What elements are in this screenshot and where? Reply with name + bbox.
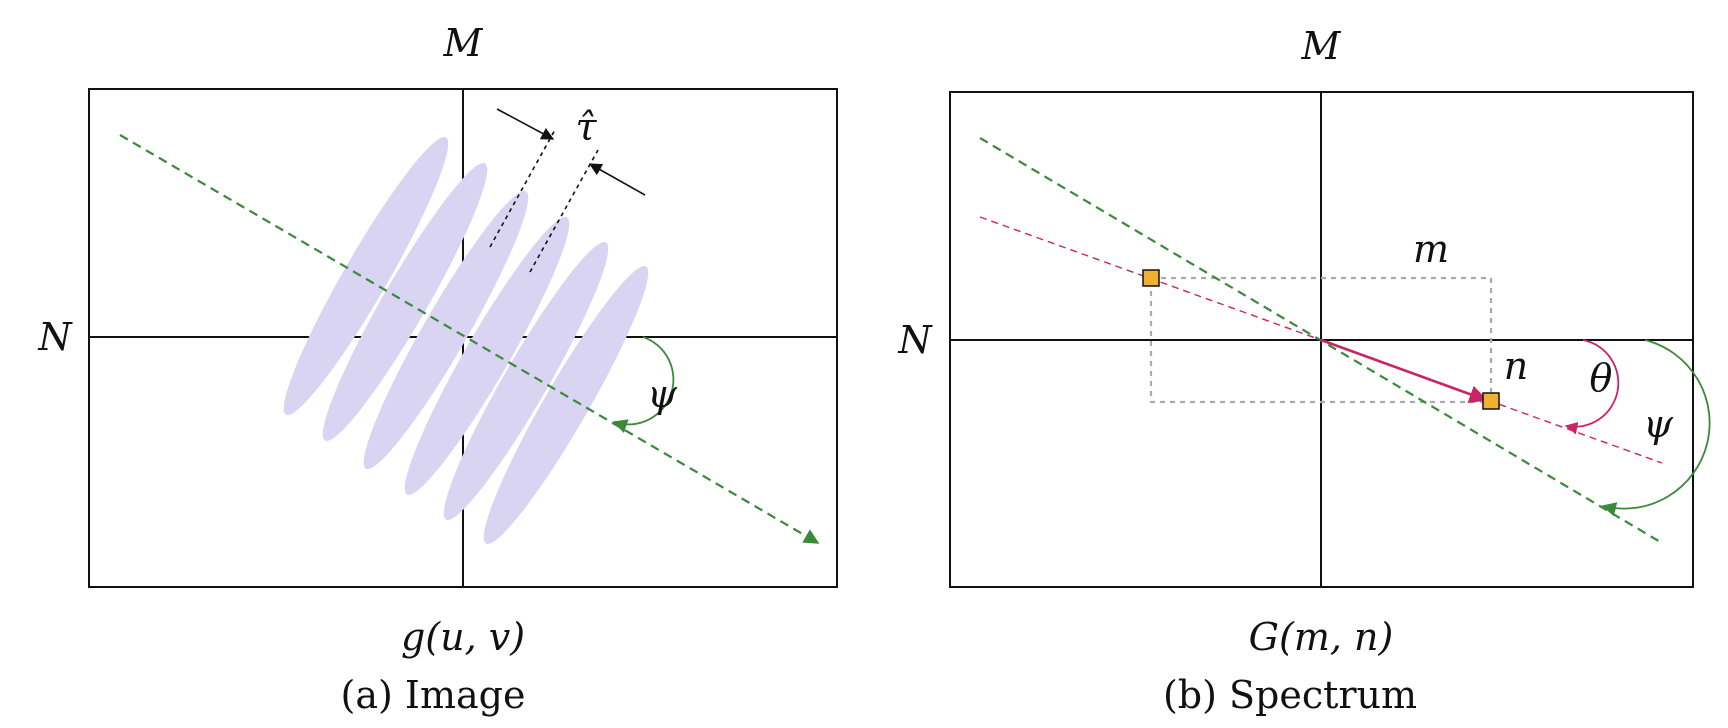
stripe-ellipse xyxy=(443,241,609,520)
panel-b-left-label: N xyxy=(897,318,933,362)
panel-b-top-label: M xyxy=(1301,24,1342,68)
panel-b-psi-label: ψ xyxy=(1643,402,1674,446)
stripe-ellipse xyxy=(404,216,570,495)
n-label: n xyxy=(1504,344,1528,388)
panel-a-top-label: M xyxy=(443,21,484,65)
tau-arrow-left xyxy=(496,108,555,140)
panel-a-caption: (a) Image xyxy=(341,673,526,717)
stripe-ellipse xyxy=(363,190,529,469)
tau-guide-left xyxy=(489,127,557,248)
panel-a-psi-arc xyxy=(612,336,675,433)
peak-marker-right xyxy=(1482,392,1500,410)
theta-arc xyxy=(1564,339,1620,435)
m-n-box xyxy=(1149,276,1493,404)
stripe-ellipse xyxy=(283,136,449,415)
panel-b-psi-arc xyxy=(1601,339,1711,517)
theta-label: θ xyxy=(1590,356,1613,400)
tau-label: τ̂ xyxy=(575,105,597,149)
panel-a-func-label: g(u, v) xyxy=(401,615,525,659)
stripe-ellipse xyxy=(483,266,649,544)
panel-a-ellipses xyxy=(283,136,649,544)
panel-a: M N τ̂ ψ g(u, v) (a) Image xyxy=(37,21,838,717)
tau-arrow-right xyxy=(588,163,646,196)
panel-a-left-label: N xyxy=(37,315,73,359)
panel-b-func-label: G(m, n) xyxy=(1249,615,1394,659)
panel-a-psi-label: ψ xyxy=(647,372,678,416)
panel-b: M N m n θ ψ G(m, n) (b) Spectrum xyxy=(897,24,1711,717)
m-label: m xyxy=(1413,227,1449,271)
panel-b-caption: (b) Spectrum xyxy=(1163,673,1417,717)
frequency-vector-arrow xyxy=(1320,338,1488,403)
peak-marker-left xyxy=(1142,269,1160,287)
